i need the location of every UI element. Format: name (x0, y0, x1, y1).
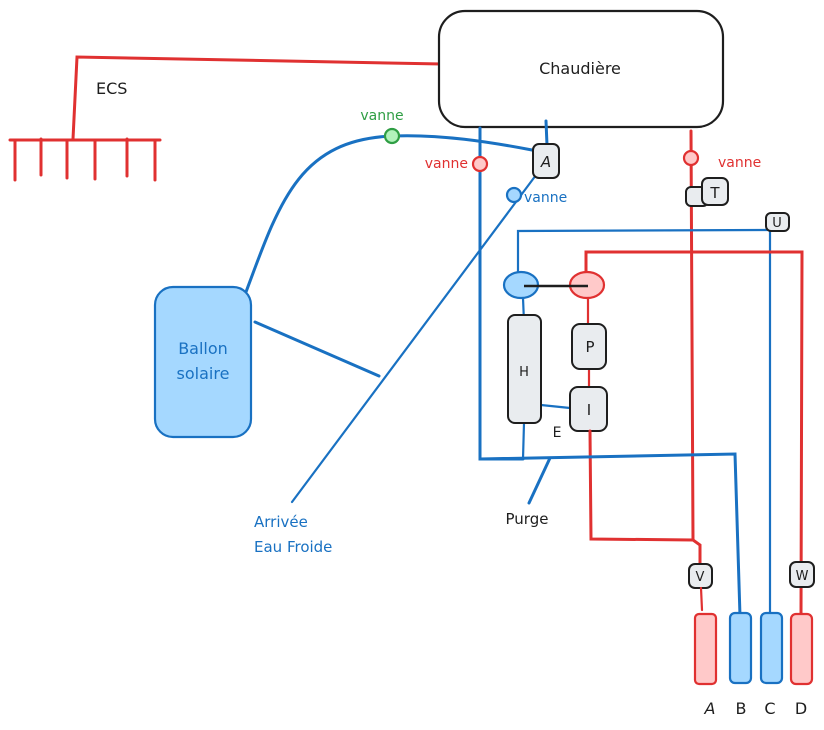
v-to-a-pipe (699, 586, 704, 612)
outlet-d-label: D (795, 699, 807, 718)
outlet-c[interactable] (759, 611, 784, 685)
valve-green-label: vanne (360, 108, 403, 124)
cold-inlet-label-line1: Arrivée (254, 513, 308, 531)
return-bar-pipe (478, 452, 742, 618)
purge-pipe (527, 456, 552, 505)
boiler-to-a-pipe (544, 119, 549, 147)
component-w-label: W (796, 569, 809, 584)
valve-red-right-label: vanne (718, 155, 761, 171)
component-w[interactable]: W (789, 561, 815, 588)
component-i-label: I (587, 401, 591, 419)
component-p[interactable]: P (571, 323, 607, 370)
tank-to-cold-branch (253, 320, 381, 378)
component-t[interactable]: T (685, 177, 729, 207)
boiler-box[interactable] (437, 9, 725, 129)
red-circuit-top-pipe (584, 250, 804, 618)
component-a-label: A (540, 153, 551, 171)
outlet-a[interactable] (693, 612, 718, 686)
outlet-b-label: B (736, 699, 747, 718)
component-p-label: P (585, 338, 594, 356)
outlet-d[interactable] (789, 612, 814, 686)
ecs-supply-pipe (71, 55, 444, 141)
valve-blue-label: vanne (524, 190, 567, 206)
component-a[interactable]: A (532, 143, 560, 179)
solar-tank-label-line2: solaire (177, 364, 230, 383)
valve-red-right-icon[interactable] (682, 149, 700, 167)
solar-loop-pipe (244, 134, 534, 294)
component-u[interactable]: U (765, 212, 790, 232)
valve-red-left-icon[interactable] (471, 155, 489, 173)
outlet-b[interactable] (728, 611, 753, 685)
component-h-label: H (519, 365, 529, 380)
ecs-manifold (8, 55, 444, 182)
component-e-label: E (553, 425, 562, 441)
valve-blue-icon[interactable] (505, 186, 523, 204)
ecs-label: ECS (96, 79, 127, 98)
i-to-v-pipe (588, 429, 695, 542)
solar-tank-label-line1: Ballon (178, 339, 228, 358)
cold-inlet-pipe (290, 161, 547, 504)
component-v-label: V (696, 570, 705, 585)
cold-inlet-label-line2: Eau Froide (254, 538, 332, 556)
h-to-return-pipe (521, 421, 526, 461)
component-u-label: U (772, 216, 782, 231)
u-circuit-pipe (516, 228, 772, 286)
outlet-c-label: C (764, 699, 775, 718)
purge-label: Purge (506, 510, 549, 528)
boiler-hot-supply-pipe (689, 129, 702, 568)
component-v[interactable]: V (688, 563, 713, 589)
h-to-i-pipe (539, 403, 572, 410)
component-i[interactable]: I (569, 386, 608, 432)
outlet-a-label: A (704, 699, 716, 718)
boiler-label: Chaudière (539, 59, 621, 78)
solar-tank[interactable]: Ballon solaire (153, 285, 253, 439)
component-h[interactable]: H (507, 314, 542, 424)
valve-red-left-label: vanne (425, 156, 468, 172)
valve-green-icon[interactable] (383, 127, 401, 145)
component-t-label: T (709, 184, 720, 202)
